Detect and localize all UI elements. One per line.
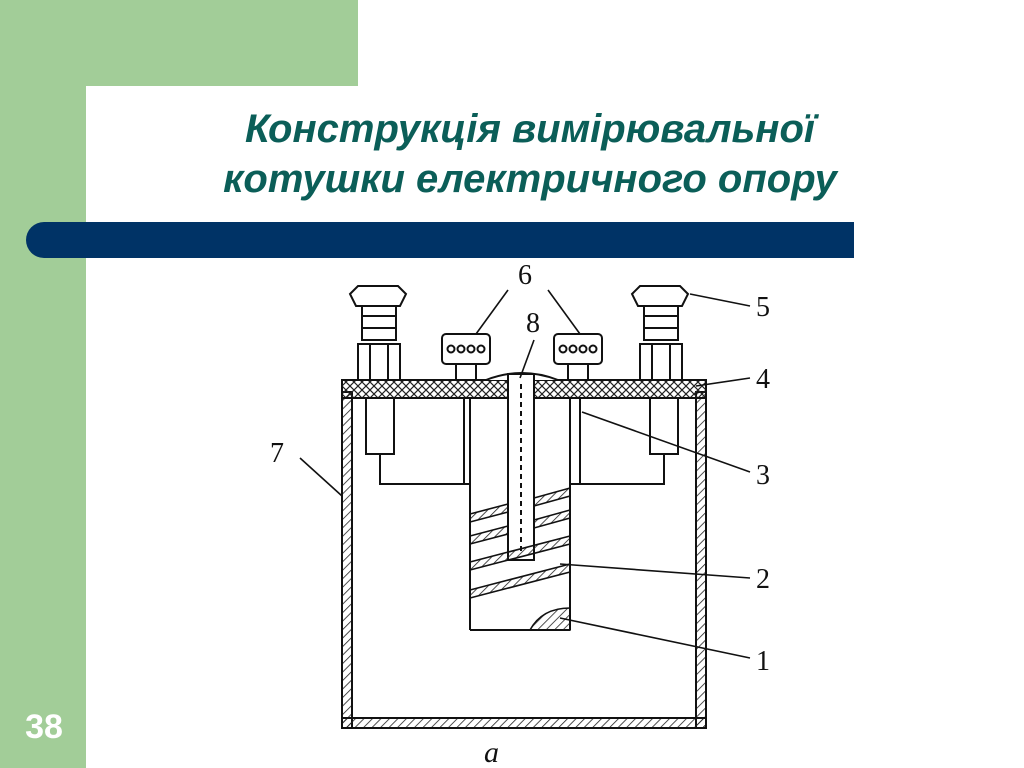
screw-right <box>553 333 603 420</box>
leader-lines <box>299 289 751 659</box>
coil-diagram-svg: 6 8 5 4 3 2 1 7 а <box>270 260 770 768</box>
label-1: 1 <box>756 646 770 677</box>
label-7: 7 <box>270 438 284 469</box>
slide-title: Конструкція вимірювальної котушки електр… <box>160 104 900 204</box>
terminal-left <box>348 285 408 455</box>
slide-title-line-1: Конструкція вимірювальної <box>244 107 816 151</box>
figure-caption: а <box>484 736 499 768</box>
decor-green-left <box>0 0 86 768</box>
label-2: 2 <box>756 564 770 595</box>
slide-number: 38 <box>25 708 63 746</box>
label-8: 8 <box>526 308 540 339</box>
title-underline-bar <box>26 222 854 258</box>
label-3: 3 <box>756 460 770 491</box>
wire-leads <box>379 420 665 485</box>
label-6: 6 <box>518 260 532 291</box>
label-4: 4 <box>756 364 770 395</box>
decor-white-corner <box>86 86 146 146</box>
slide-title-line-2: котушки електричного опору <box>223 157 837 201</box>
terminal-right <box>630 285 690 455</box>
coil-winding <box>469 486 571 631</box>
label-5: 5 <box>756 292 770 323</box>
screw-left <box>441 333 491 420</box>
coil-diagram: 6 8 5 4 3 2 1 7 а <box>230 258 790 768</box>
